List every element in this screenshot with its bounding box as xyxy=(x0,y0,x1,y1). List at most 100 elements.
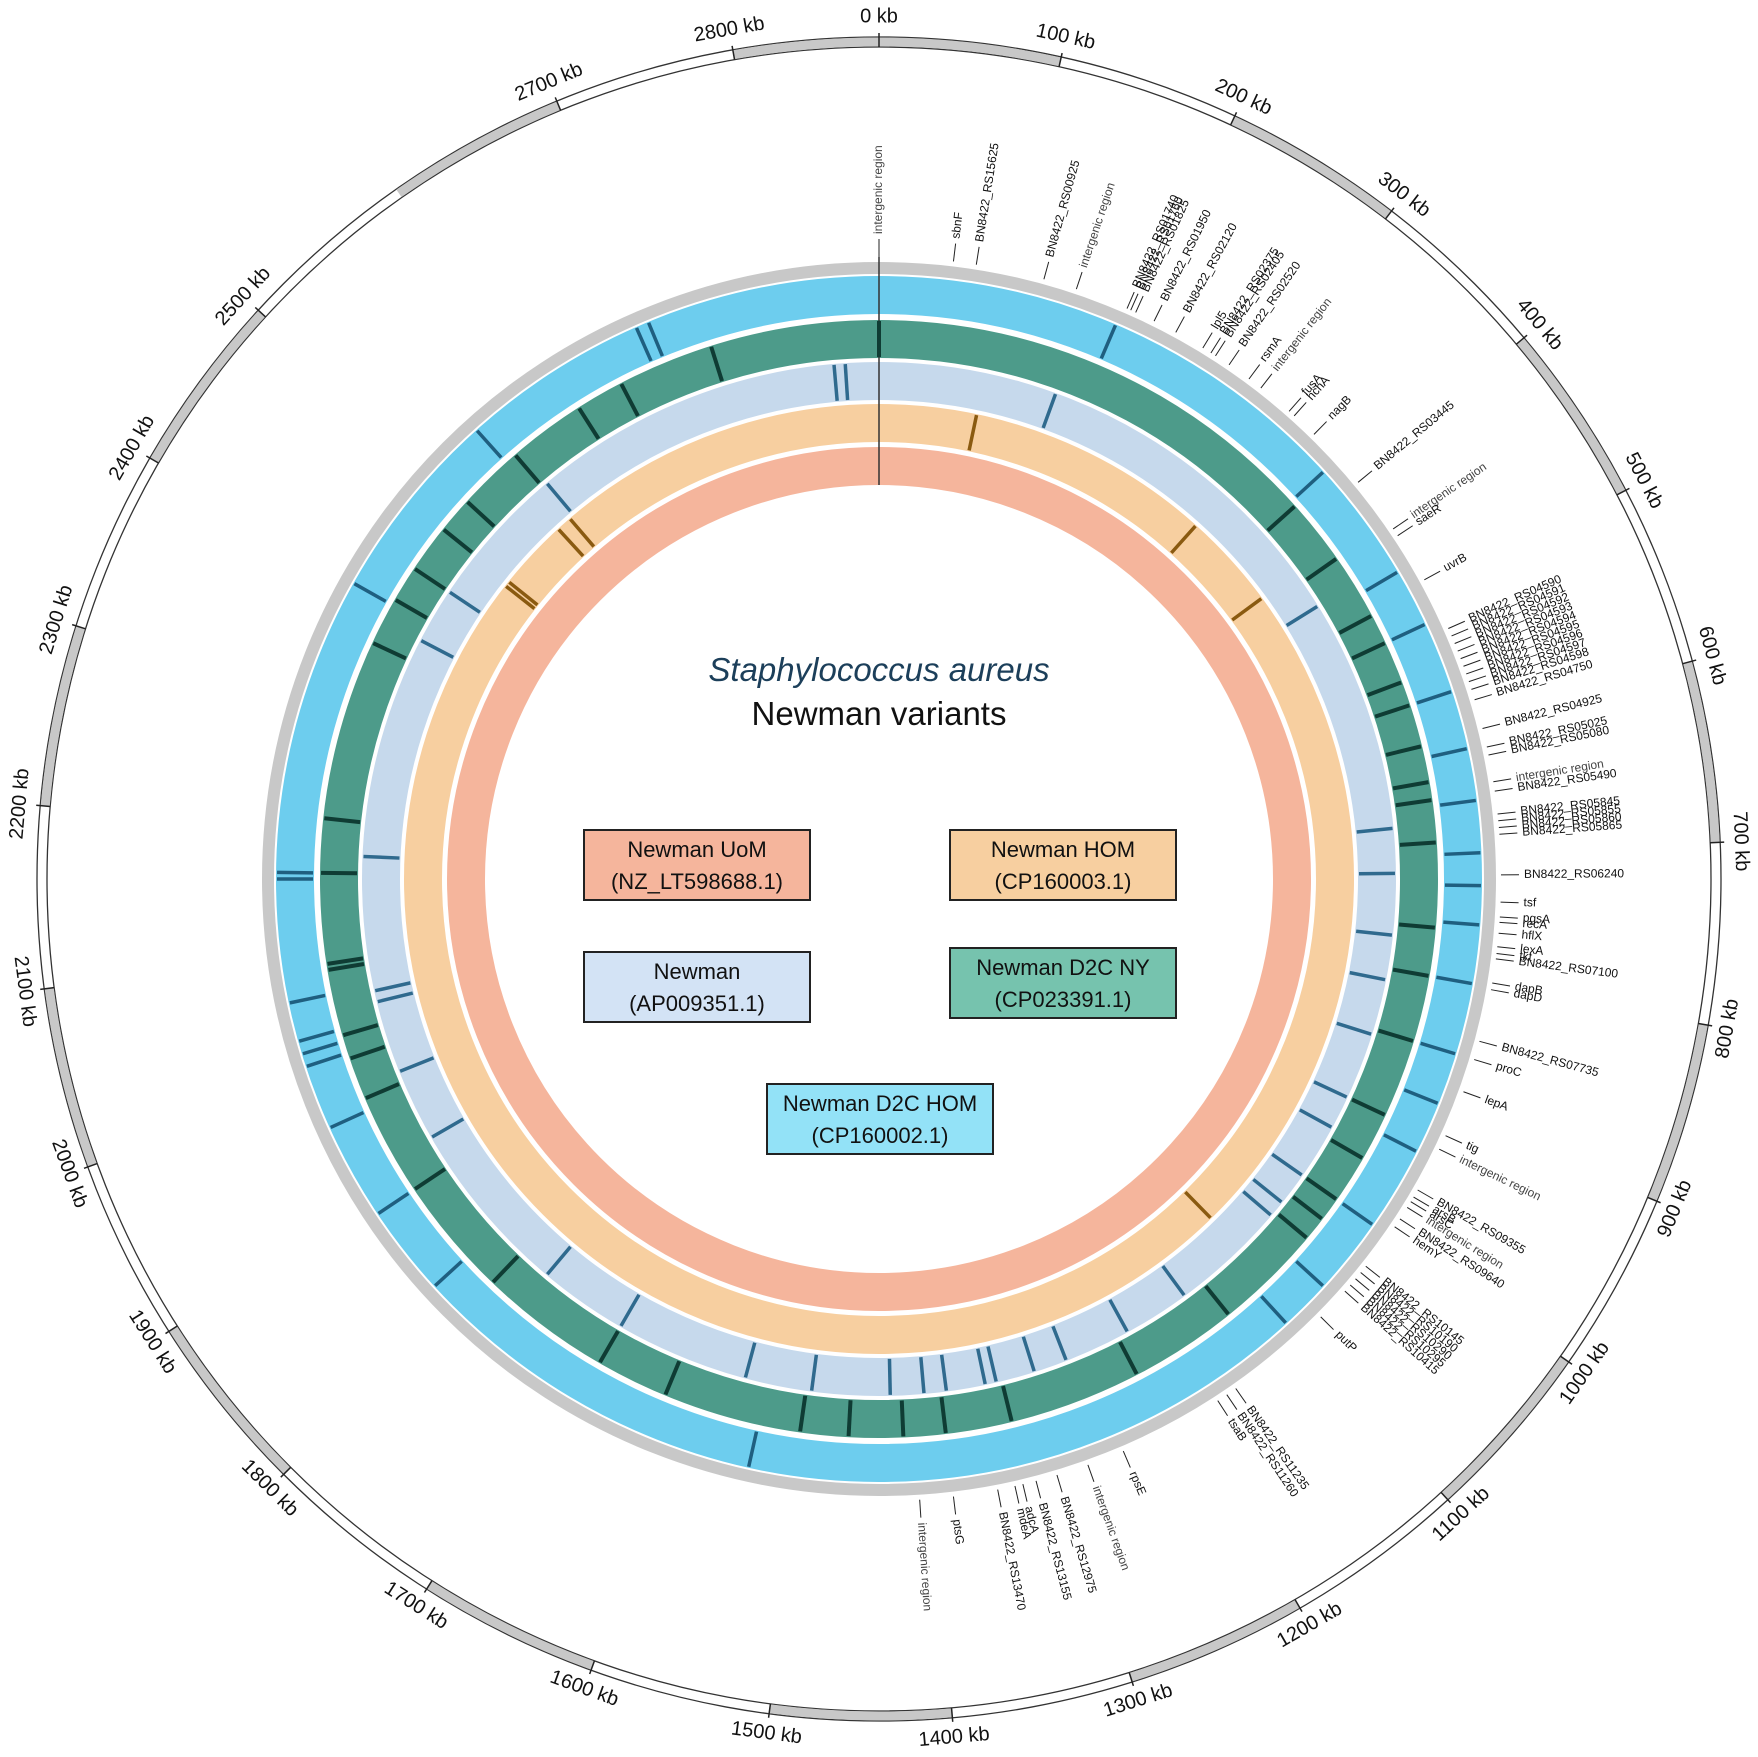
gene-label: intergenic region xyxy=(915,1522,935,1611)
gene-label-leader xyxy=(1471,683,1489,690)
outer-ring-band xyxy=(169,1326,291,1475)
gene-label-leader xyxy=(1492,982,1511,987)
outer-ring-band xyxy=(1648,1023,1708,1202)
variant-mark-d2c-hom xyxy=(1391,622,1426,642)
scale-tick xyxy=(1229,111,1238,126)
scale-tick-label: 1400 kb xyxy=(918,1723,991,1751)
legend-newman: Newman (AP009351.1) xyxy=(583,951,811,1023)
variant-mark-hom xyxy=(569,518,596,548)
scale-tick-label: 2400 kb xyxy=(105,411,160,484)
variant-mark-newman xyxy=(1021,1336,1036,1372)
variant-mark-d2c-ny xyxy=(1399,840,1436,847)
gene-label-leader xyxy=(1457,643,1475,652)
variant-mark-newman xyxy=(545,482,572,513)
scale-tick-label: 2700 kb xyxy=(512,58,586,106)
scale-tick xyxy=(950,1707,954,1722)
gene-label-leader xyxy=(1175,316,1185,333)
legend-name: Newman UoM xyxy=(627,837,767,862)
gene-label-leader xyxy=(1482,723,1501,730)
gene-label-leader xyxy=(975,246,980,265)
gene-label-leader xyxy=(1202,332,1213,349)
variant-mark-d2c-ny xyxy=(1374,703,1410,719)
legend-accession: (AP009351.1) xyxy=(629,991,765,1016)
variant-mark-hom xyxy=(1170,524,1197,555)
variant-marks xyxy=(277,321,1481,1468)
variant-mark-d2c-hom xyxy=(298,1029,335,1043)
gene-label: tig xyxy=(1464,1138,1481,1156)
variant-mark-d2c-hom xyxy=(1416,690,1452,705)
gene-label: BN8422_RS15625 xyxy=(972,142,1002,243)
variant-mark-newman xyxy=(986,1346,998,1382)
variant-mark-hom xyxy=(967,414,979,451)
variant-mark-d2c-ny xyxy=(663,1360,682,1396)
scale-tick xyxy=(554,97,562,111)
gene-label-leader xyxy=(1463,1091,1481,1099)
variant-mark-d2c-ny xyxy=(349,1044,386,1061)
scale-tick xyxy=(731,45,736,60)
gene-label: intergenic region xyxy=(1090,1484,1133,1572)
variant-mark-newman xyxy=(1313,1080,1348,1099)
gene-label-leader xyxy=(1344,1290,1359,1304)
variant-mark-newman xyxy=(420,639,455,659)
variant-mark-newman xyxy=(1252,1178,1283,1204)
variant-mark-d2c-ny xyxy=(1330,1138,1364,1160)
scale-tick xyxy=(1440,1491,1452,1504)
gene-label-leader xyxy=(1486,742,1505,748)
variant-mark-newman xyxy=(448,590,481,614)
scale-tick-label: 0 kb xyxy=(860,5,898,27)
gene-label-leader xyxy=(1260,373,1273,389)
variant-mark-d2c-ny xyxy=(394,598,428,620)
variant-mark-d2c-ny xyxy=(899,1400,906,1437)
gene-label-leader xyxy=(1445,1135,1463,1144)
gene-label-leader xyxy=(1288,397,1302,412)
gene-label-leader xyxy=(1357,470,1373,483)
scale-tick-label: 2100 kb xyxy=(10,955,41,1028)
scale-tick xyxy=(71,623,86,630)
variant-mark-d2c-hom xyxy=(475,429,503,459)
scale-tick xyxy=(1616,487,1630,496)
gene-label-leader xyxy=(1497,946,1516,950)
variant-mark-d2c-ny xyxy=(442,528,474,554)
variant-mark-d2c-ny xyxy=(1392,780,1429,791)
variant-mark-d2c-ny xyxy=(365,1082,400,1100)
scale-tick-label: 1900 kb xyxy=(124,1306,181,1378)
variant-mark-newman xyxy=(919,1357,926,1394)
variant-mark-d2c-ny xyxy=(1351,641,1386,661)
scale-tick xyxy=(254,306,267,318)
gene-label-leader xyxy=(1454,636,1472,644)
gene-label-leader xyxy=(1235,1388,1247,1404)
legend-newman-d2c-hom: Newman D2C HOM (CP160002.1) xyxy=(766,1083,994,1155)
scale-tick xyxy=(145,455,159,464)
legend-newman-uom: Newman UoM (NZ_LT598688.1) xyxy=(583,829,811,901)
variant-mark-d2c-hom xyxy=(1444,850,1481,857)
variant-mark-d2c-ny xyxy=(324,816,361,825)
variant-mark-newman xyxy=(1356,826,1393,834)
scale-tick xyxy=(423,1580,433,1593)
variant-mark-d2c-hom xyxy=(329,1110,365,1130)
scale-tick-label: 800 kb xyxy=(1711,997,1743,1060)
gene-label: recA xyxy=(1522,916,1548,932)
outer-ring-band xyxy=(40,625,86,807)
gene-label-leader xyxy=(1153,304,1163,322)
outer-ring-band xyxy=(1441,1356,1569,1500)
variant-mark-newman xyxy=(1051,1325,1068,1361)
gene-label: lexA xyxy=(1519,941,1544,957)
variant-mark-d2c-hom xyxy=(647,322,665,357)
gene-label-leader xyxy=(1451,628,1469,637)
scale-tick xyxy=(36,804,51,808)
gene-label-leader xyxy=(1479,1040,1497,1047)
gene-label-leader xyxy=(1022,1484,1028,1502)
gene-label: proC xyxy=(1494,1059,1523,1080)
variant-mark-newman xyxy=(1355,929,1393,937)
variant-mark-newman xyxy=(976,1348,987,1385)
scale-tick xyxy=(1647,1196,1661,1204)
variant-mark-newman xyxy=(363,854,400,860)
variant-mark-d2c-hom xyxy=(1383,1133,1417,1153)
variant-mark-d2c-hom xyxy=(746,1431,759,1468)
gene-label-leader xyxy=(1466,667,1484,675)
gene-label: uvrB xyxy=(1441,550,1469,574)
variant-mark-d2c-ny xyxy=(1266,505,1296,533)
scale-tick-label: 1800 kb xyxy=(237,1455,303,1521)
variant-mark-d2c-hom xyxy=(1260,1295,1287,1325)
gene-label-leader xyxy=(1417,1189,1434,1200)
